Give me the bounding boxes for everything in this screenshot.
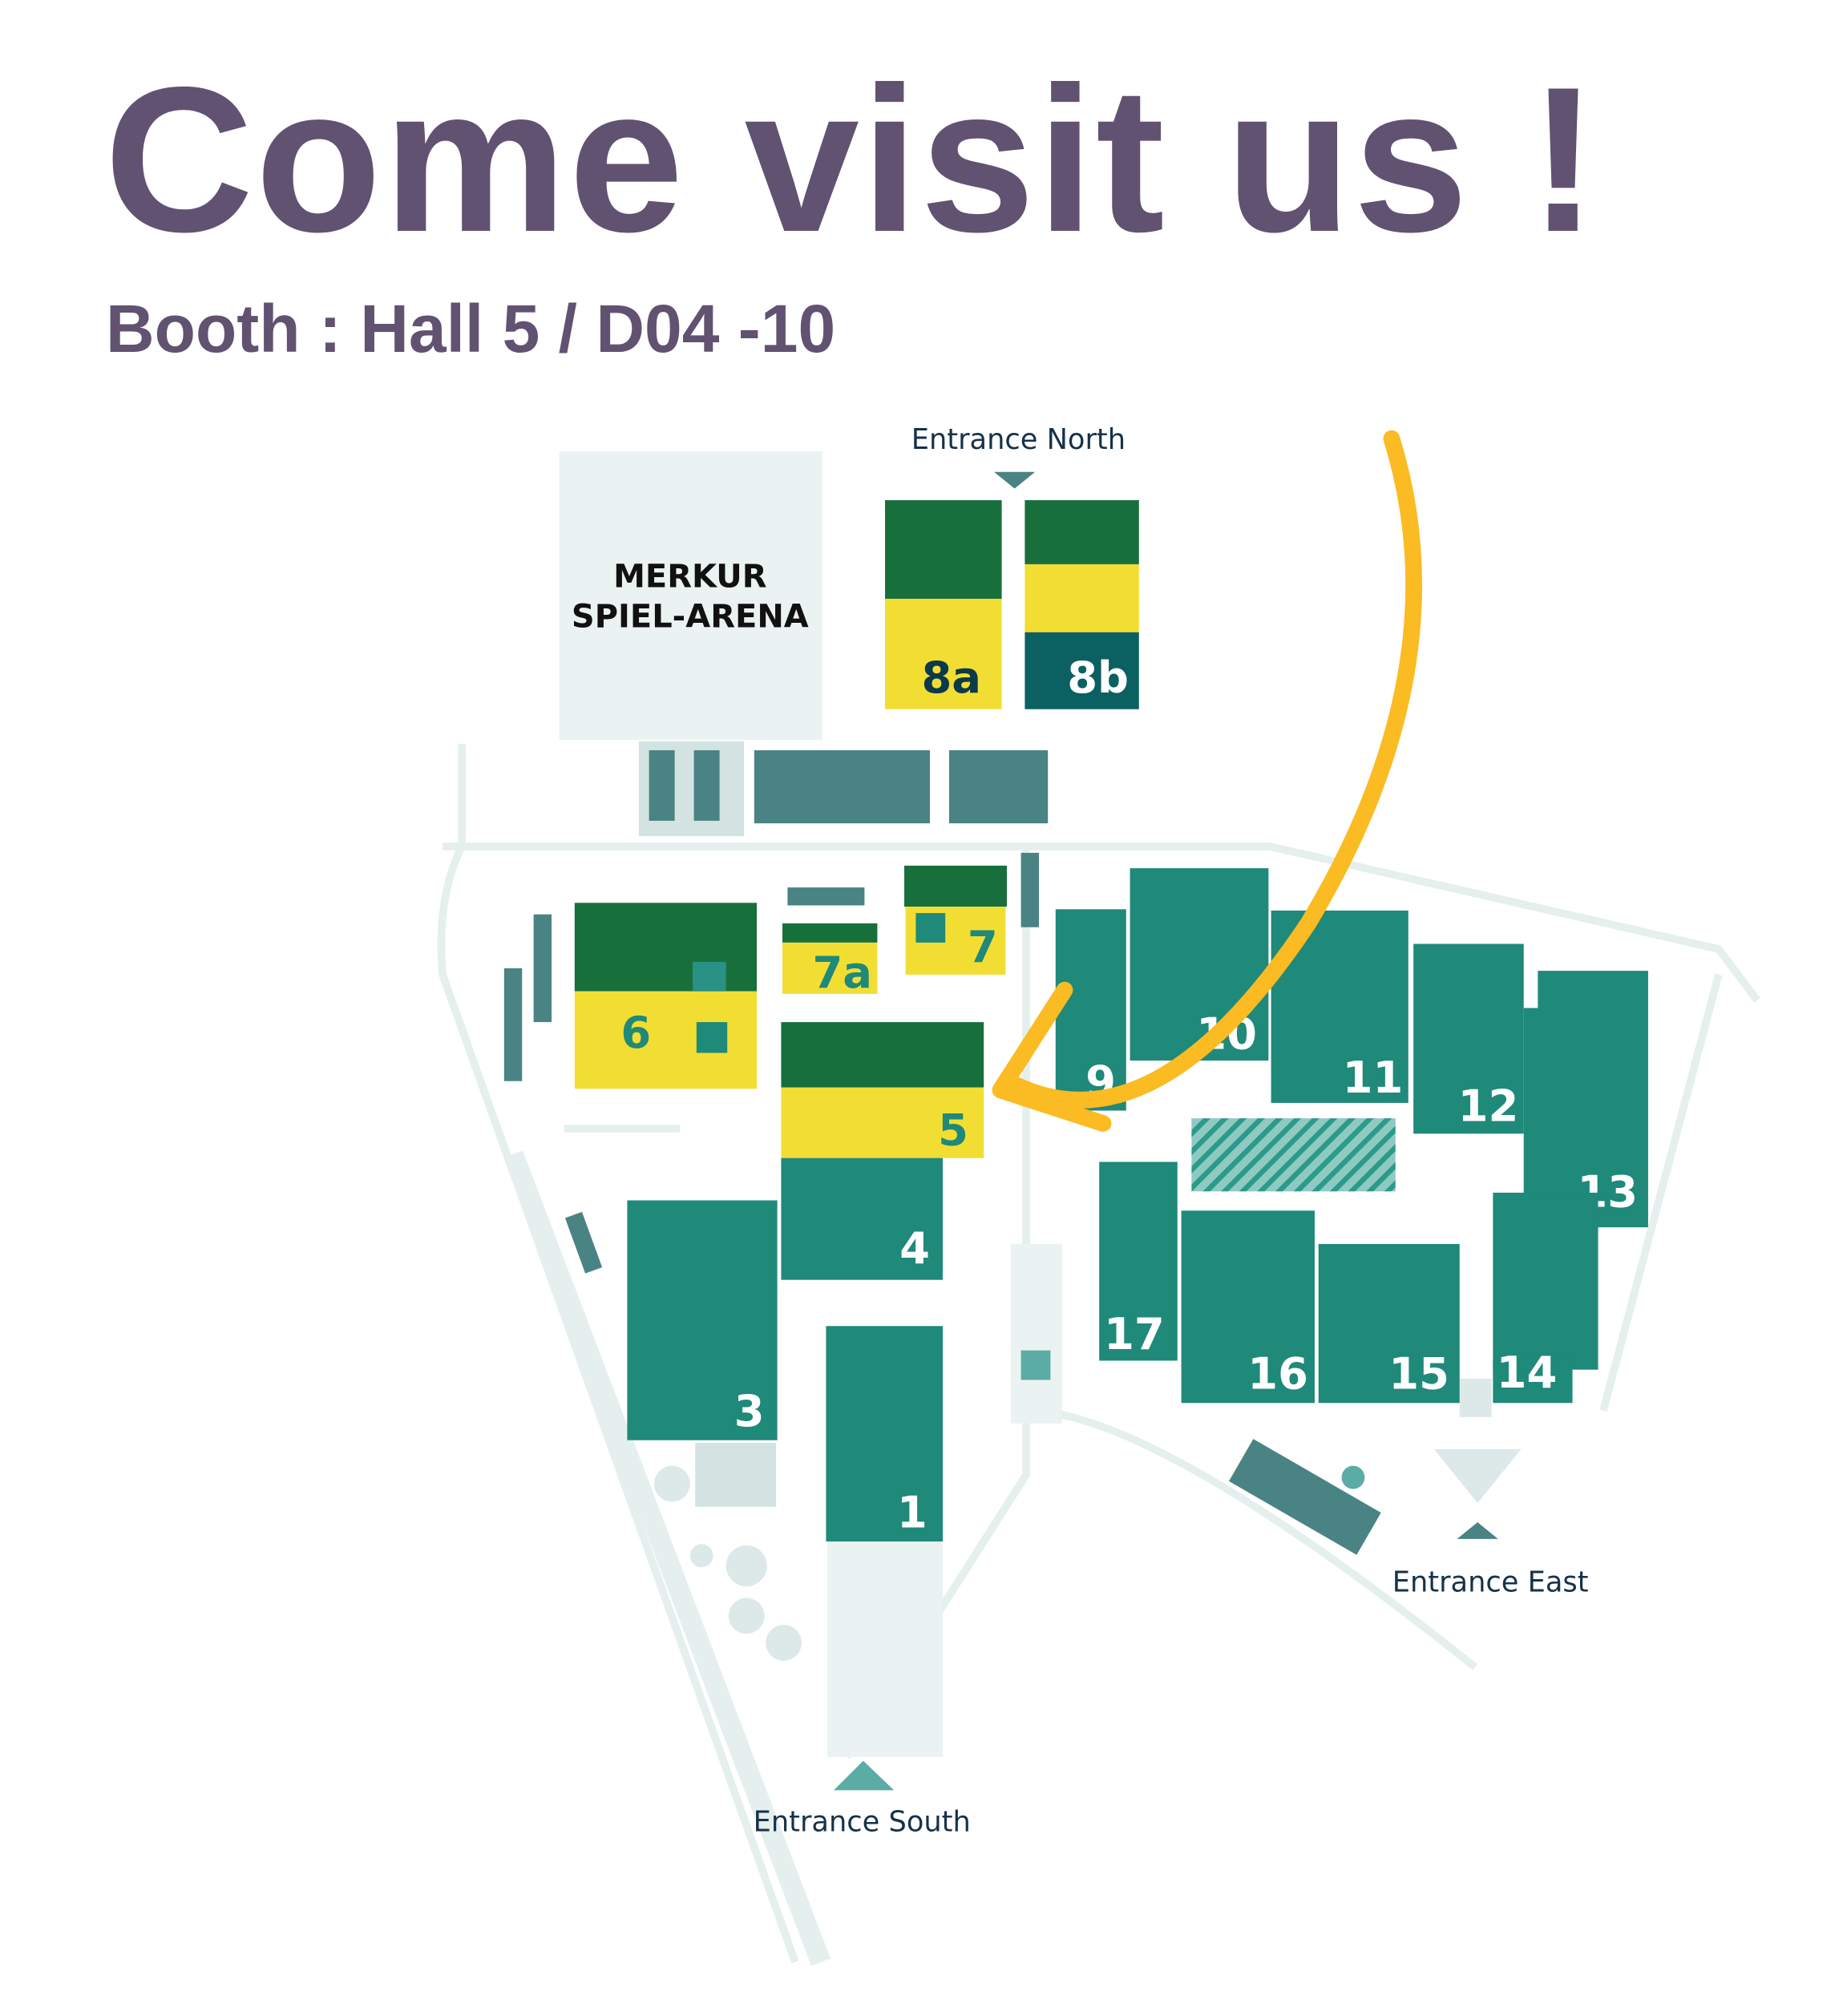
svg-text:15: 15 [1388, 1349, 1449, 1400]
hall-14: 14 [1493, 1192, 1598, 1404]
hall-16: 16 [1181, 1210, 1315, 1404]
svg-text:17: 17 [1104, 1309, 1165, 1359]
svg-text:3: 3 [734, 1386, 765, 1436]
hall-10: 10 [1130, 868, 1269, 1061]
svg-text:4: 4 [899, 1223, 930, 1274]
svg-text:1: 1 [897, 1487, 928, 1537]
svg-text:5: 5 [938, 1105, 968, 1156]
hall-6: 6 [574, 903, 758, 1089]
entrance-north-marker [993, 471, 1036, 489]
svg-text:12: 12 [1458, 1081, 1519, 1131]
merkur-spiel-arena [559, 451, 822, 741]
svg-text:11: 11 [1343, 1052, 1404, 1103]
svg-text:7a: 7a [812, 947, 872, 998]
svg-text:16: 16 [1247, 1349, 1308, 1400]
hall-13: 13 [1523, 971, 1648, 1228]
hall-7a: 7a [782, 923, 878, 998]
arena-label: SPIEL-ARENA [572, 598, 809, 635]
svg-text:14: 14 [1497, 1347, 1558, 1398]
hall-3: 3 [627, 1200, 778, 1440]
hall-15: 15 [1318, 1243, 1460, 1404]
hall-7: 7 [904, 865, 1007, 975]
booth-info: Booth : Hall 5 / D04 -10 [106, 291, 836, 366]
building-east [1228, 1439, 1381, 1555]
entrance-south-label: Entrance South [754, 1806, 971, 1839]
entrance-east-label: Entrance East [1392, 1566, 1589, 1598]
hall-5: 5 [781, 1022, 984, 1158]
hatched-area [1191, 1118, 1396, 1192]
hall-8b: 8b [1025, 499, 1139, 709]
arrow-to-hall-5 [992, 430, 1422, 1132]
entrance-east-marker [1457, 1522, 1498, 1539]
svg-text:8b: 8b [1067, 652, 1129, 703]
hall-4: 4 [781, 1157, 943, 1280]
page-title: Come visit us ! [104, 43, 1600, 275]
arena-label: MERKUR [613, 559, 766, 596]
svg-text:7: 7 [968, 922, 998, 972]
entrance-north-label: Entrance North [911, 423, 1126, 456]
hall-1: 1 [826, 1326, 943, 1542]
hall-8a: 8a [885, 499, 1002, 709]
entrance-south-marker [834, 1760, 895, 1791]
hall-12: 12 [1413, 943, 1524, 1134]
hall-17: 17 [1099, 1162, 1178, 1361]
hall-9: 9 [1055, 909, 1126, 1111]
svg-text:6: 6 [620, 1008, 651, 1058]
svg-text:8a: 8a [921, 652, 981, 703]
